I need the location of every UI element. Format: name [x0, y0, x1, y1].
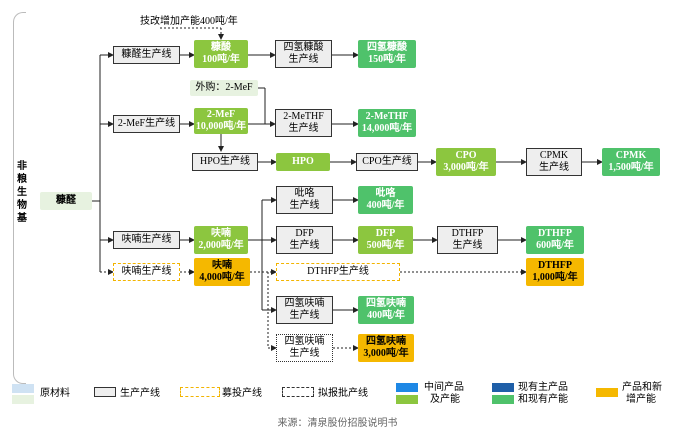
- side-label: 非粮生物基: [17, 161, 27, 224]
- legend-raw-label: 原材料: [40, 388, 70, 399]
- line-2mef: 2-MeF生产线: [113, 115, 180, 133]
- line-thf: 四氢呋喃生产线: [276, 296, 333, 324]
- line-furan: 呋喃生产线: [113, 231, 180, 249]
- legend-mid-label-2: 及产能: [430, 394, 460, 405]
- legend-plan-label: 拟报批产线: [318, 388, 368, 399]
- line-pyrrole: 吡咯生产线: [276, 186, 333, 214]
- line-furfuryl: 糠醛生产线: [113, 46, 180, 64]
- line-furan-new: 呋喃生产线: [113, 263, 180, 281]
- legend-main-label-1: 现有主产品: [518, 382, 568, 393]
- line-thf-acid: 四氢糠酸生产线: [275, 40, 332, 68]
- legend-line-label: 生产产线: [120, 388, 160, 399]
- legend-new-label-1: 产品和新: [622, 382, 662, 393]
- legend-fund-swatch: [180, 387, 220, 397]
- legend-fund-label: 募投产线: [222, 388, 262, 399]
- legend-raw-swatch-blue: [12, 384, 34, 393]
- source-caption: 来源：清泉股份招股说明书: [277, 418, 398, 429]
- line-cpo: CPO生产线: [356, 153, 418, 171]
- legend-new-label-2: 增产能: [626, 394, 656, 405]
- legend-plan-swatch: [282, 387, 314, 397]
- legend-main-swatch-blue: [492, 383, 514, 392]
- line-hpo: HPO生产线: [192, 153, 258, 171]
- line-thf-new: 四氢呋喃生产线: [276, 334, 333, 362]
- raw-furfural: 糠醛: [40, 192, 92, 210]
- legend-raw-swatch-green: [12, 395, 34, 404]
- mid-hpo: HPO: [276, 153, 330, 171]
- legend-mid-label-1: 中间产品: [424, 382, 464, 393]
- legend: 原材料 生产产线 募投产线 拟报批产线 中间产品 及产能 现有主产品 和现有产能…: [0, 382, 675, 412]
- note-purchase: 外购：2-MeF: [190, 80, 258, 96]
- legend-main-label-2: 和现有产能: [518, 394, 568, 405]
- legend-mid-swatch-blue: [396, 383, 418, 392]
- legend-mid-swatch-green: [396, 395, 418, 404]
- legend-line-swatch: [94, 387, 116, 397]
- legend-new-swatch: [596, 388, 618, 397]
- side-bracket: [13, 12, 26, 384]
- line-dthfp-new: DTHFP生产线: [276, 263, 400, 281]
- legend-main-swatch-green: [492, 395, 514, 404]
- note-expansion: 技改增加产能400吨/年: [140, 16, 238, 27]
